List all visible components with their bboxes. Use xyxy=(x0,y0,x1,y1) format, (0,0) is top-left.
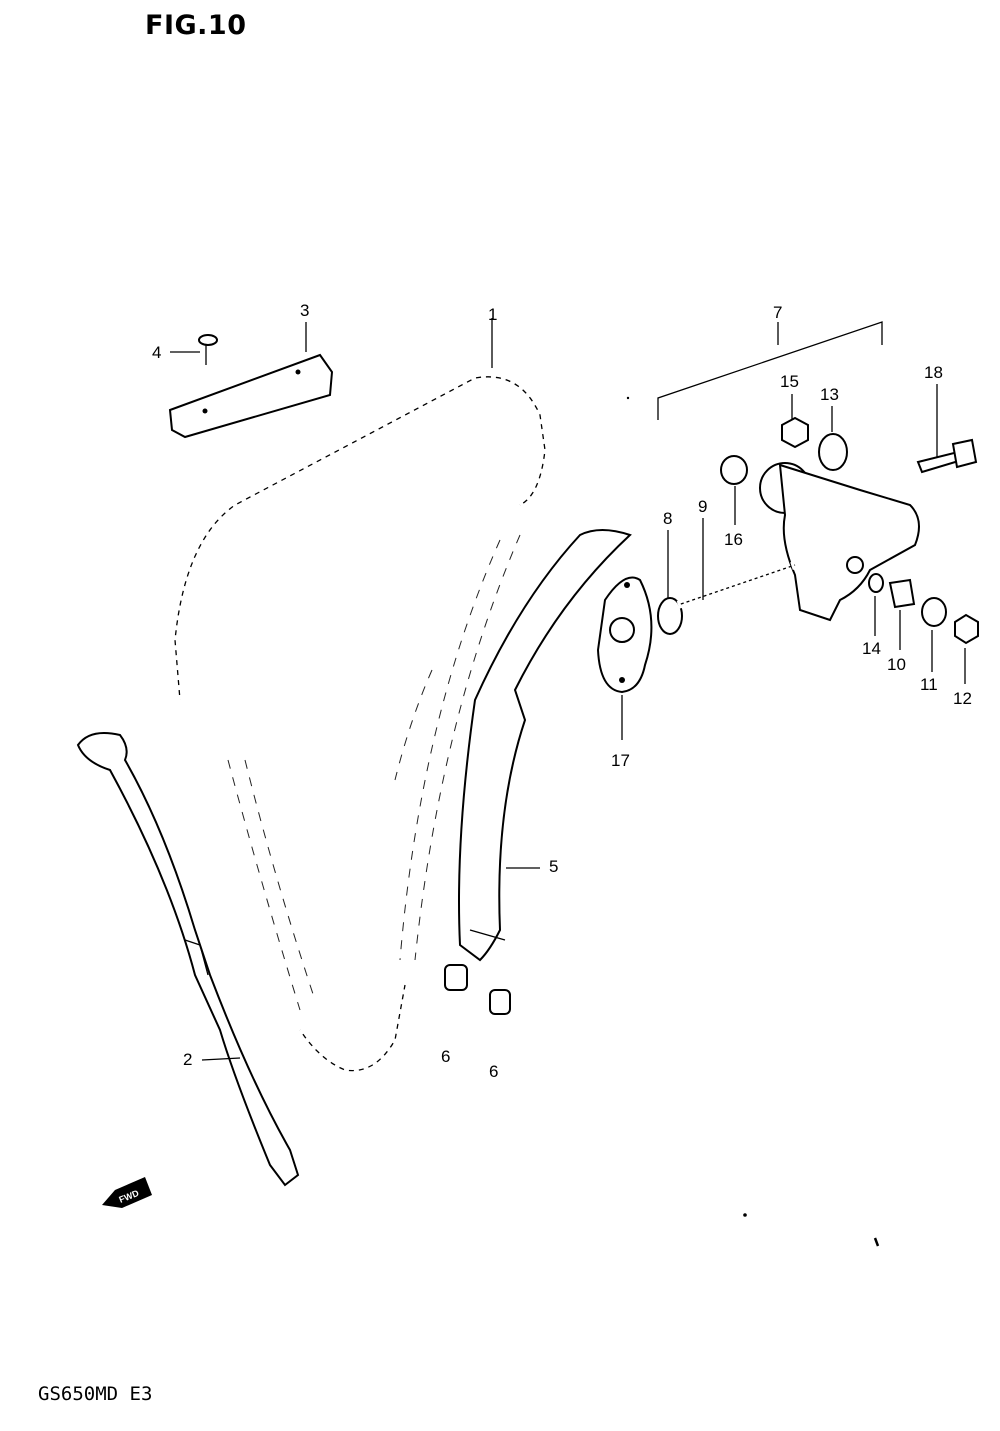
callout-13: 13 xyxy=(820,385,839,404)
part-7-assembly-bracket xyxy=(657,321,883,420)
part-2-chain-guide-front xyxy=(76,732,300,1187)
callout-7: 7 xyxy=(773,303,782,322)
part-13-o-ring xyxy=(818,433,848,471)
callout-17: 17 xyxy=(611,751,630,770)
callout-5: 5 xyxy=(549,857,558,876)
callout-15: 15 xyxy=(780,372,799,391)
callout-10: 10 xyxy=(887,655,906,674)
callout-12: 12 xyxy=(953,689,972,708)
callout-6-left: 6 xyxy=(441,1047,450,1066)
part-9-spring xyxy=(676,561,797,609)
part-6-damper-b xyxy=(489,989,511,1015)
figure-title: FIG.10 xyxy=(145,10,247,41)
part-15-nut xyxy=(781,416,809,449)
leader-lines xyxy=(170,318,966,1061)
part-11-washer xyxy=(921,597,947,627)
scan-speck xyxy=(626,396,630,400)
model-code: GS650MD E3 xyxy=(38,1383,153,1405)
scan-speck xyxy=(743,1213,747,1217)
part-14-o-ring xyxy=(868,573,884,593)
callout-14: 14 xyxy=(862,639,881,658)
part-5-tensioner-guide xyxy=(458,529,632,962)
callout-6-right: 6 xyxy=(489,1062,498,1081)
part-7-tensioner-body xyxy=(759,462,920,622)
hidden-chain-lines xyxy=(227,534,521,1011)
callout-9: 9 xyxy=(698,497,707,516)
fwd-arrow-icon: FWD xyxy=(102,1177,152,1208)
part-10-pin xyxy=(888,578,916,609)
part-3-chain-guide xyxy=(168,353,334,439)
scan-speck xyxy=(873,1237,880,1247)
part-6-damper-a xyxy=(444,964,468,991)
part-4-screw xyxy=(198,334,218,365)
callout-1: 1 xyxy=(488,305,497,324)
part-1-cam-chain xyxy=(170,372,550,1075)
callout-8: 8 xyxy=(663,509,672,528)
part-8-push-rod xyxy=(657,597,683,635)
part-18-bolt xyxy=(916,438,978,474)
callout-3: 3 xyxy=(300,301,309,320)
callout-11: 11 xyxy=(920,675,938,694)
part-17-gasket xyxy=(596,576,653,694)
callout-16: 16 xyxy=(724,530,743,549)
callout-18: 18 xyxy=(924,363,943,382)
part-16-washer xyxy=(720,455,748,485)
callout-4: 4 xyxy=(152,343,161,362)
callout-2: 2 xyxy=(183,1050,192,1069)
part-12-nut xyxy=(954,613,979,645)
